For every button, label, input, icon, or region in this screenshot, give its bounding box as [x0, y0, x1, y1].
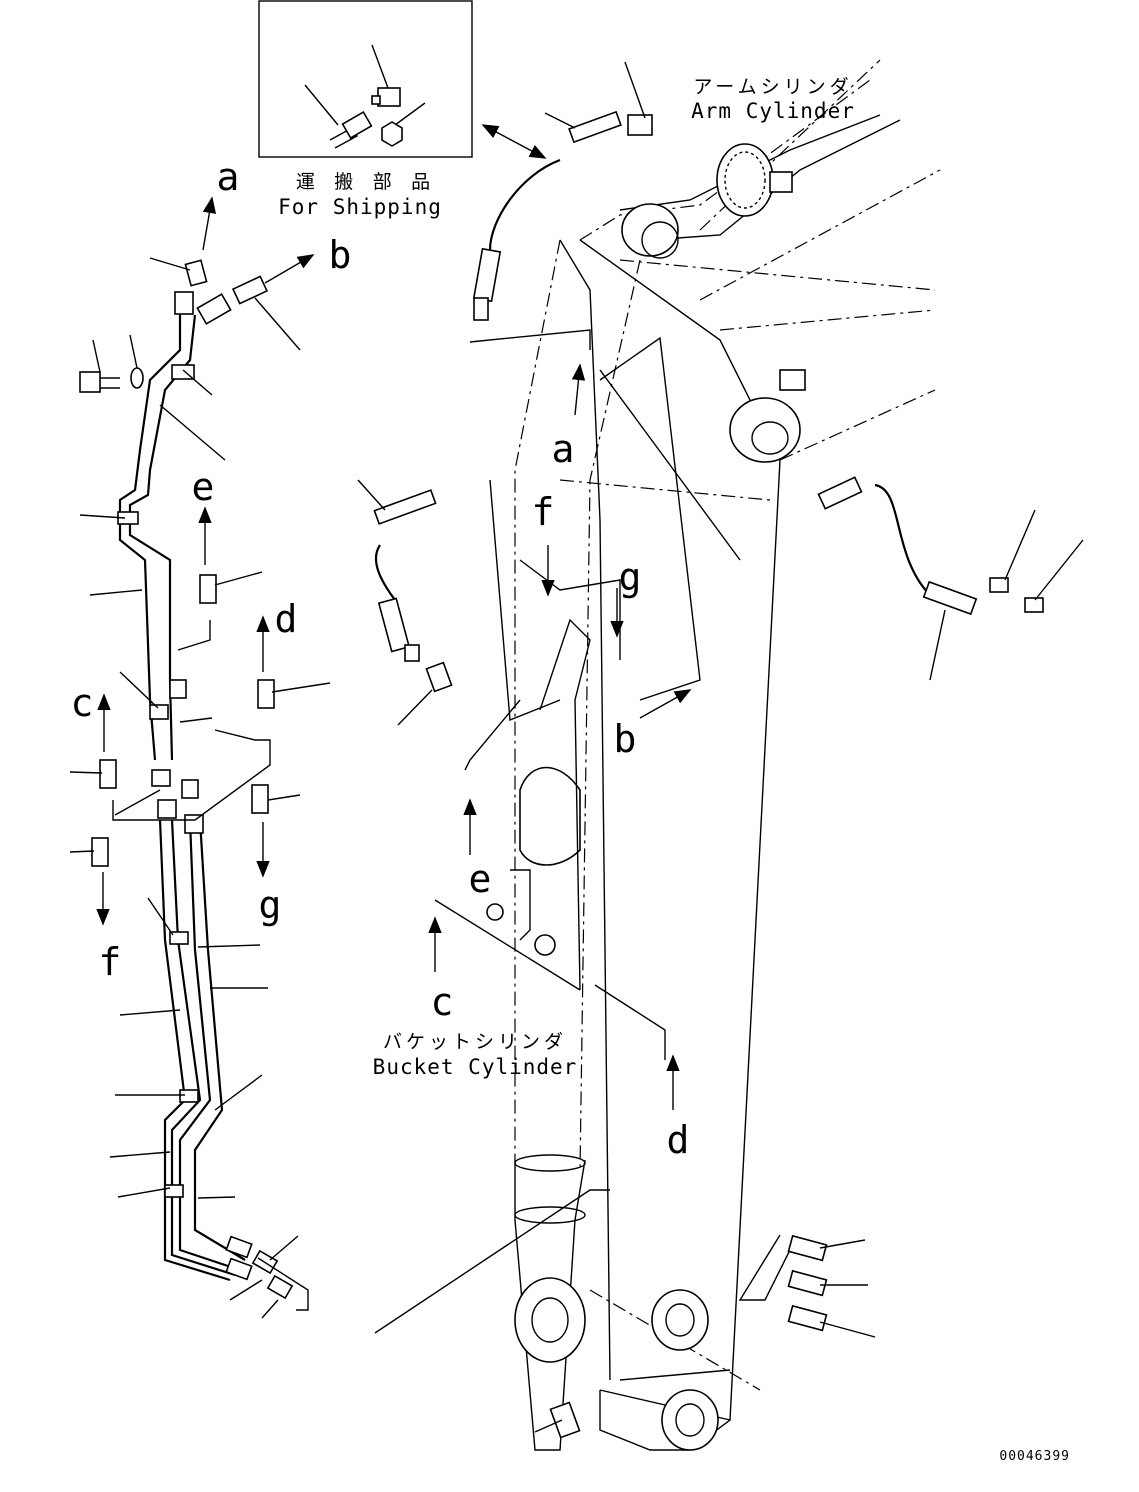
ref-letter-f-left: f: [99, 940, 122, 984]
ref-letter-g-center: g: [619, 555, 642, 599]
drawing-number: 00046399: [999, 1449, 1070, 1464]
ref-letter-d-center: d: [667, 1118, 690, 1162]
ref-letter-e-left: e: [192, 465, 215, 509]
ref-letter-c-center: c: [431, 980, 454, 1024]
direction-arrows: [96, 196, 692, 1110]
left-leader-lines: [69, 257, 331, 1319]
arm-cylinder: [619, 114, 901, 259]
arm-grease-hoses: [373, 110, 978, 662]
shipping-double-arrow: [481, 124, 547, 159]
arm-fittings: [425, 114, 1044, 1439]
arm-cylinder-label-jp: アームシリンダ: [693, 76, 852, 98]
shipping-label-en: For Shipping: [278, 195, 442, 219]
ref-letter-f-center: f: [532, 490, 555, 534]
ref-letter-a-left: a: [217, 155, 240, 199]
leader-lines: [357, 61, 1084, 1433]
shipping-parts-box: [258, 0, 473, 158]
ref-letter-g-left: g: [259, 883, 282, 927]
shipping-label-jp: 運 搬 部 品: [296, 171, 434, 193]
bucket-cylinder-label-jp: バケットシリンダ: [383, 1031, 567, 1053]
bucket-cylinder: [514, 1154, 586, 1451]
left-grease-fittings: [91, 259, 275, 867]
bucket-cylinder-bracket: [486, 766, 581, 956]
arm-phantom-outline: [514, 59, 941, 1391]
ref-letter-b-left: b: [329, 233, 352, 277]
left-tube-assembly: [117, 291, 309, 1311]
ref-letter-e-center: e: [469, 857, 492, 901]
bucket-pin-boss: [651, 1289, 719, 1451]
ref-letter-c-left: c: [71, 681, 94, 725]
shipping-nut-icon: [381, 102, 426, 147]
left-routing-lines: [112, 620, 271, 821]
ref-letter-d-left: d: [275, 597, 298, 641]
arm-cylinder-label-en: Arm Cylinder: [691, 99, 855, 123]
ref-letter-a-center: a: [552, 427, 575, 471]
shipping-hose-icon: [304, 84, 373, 149]
arm-routing-lines: [374, 329, 791, 1334]
shipping-elbow-icon: [371, 44, 401, 107]
bolt-and-washer: [79, 334, 144, 393]
ref-letter-b-center: b: [614, 717, 637, 761]
arm-pin-boss-upper: [729, 369, 806, 463]
bucket-cylinder-label-en: Bucket Cylinder: [373, 1055, 578, 1079]
